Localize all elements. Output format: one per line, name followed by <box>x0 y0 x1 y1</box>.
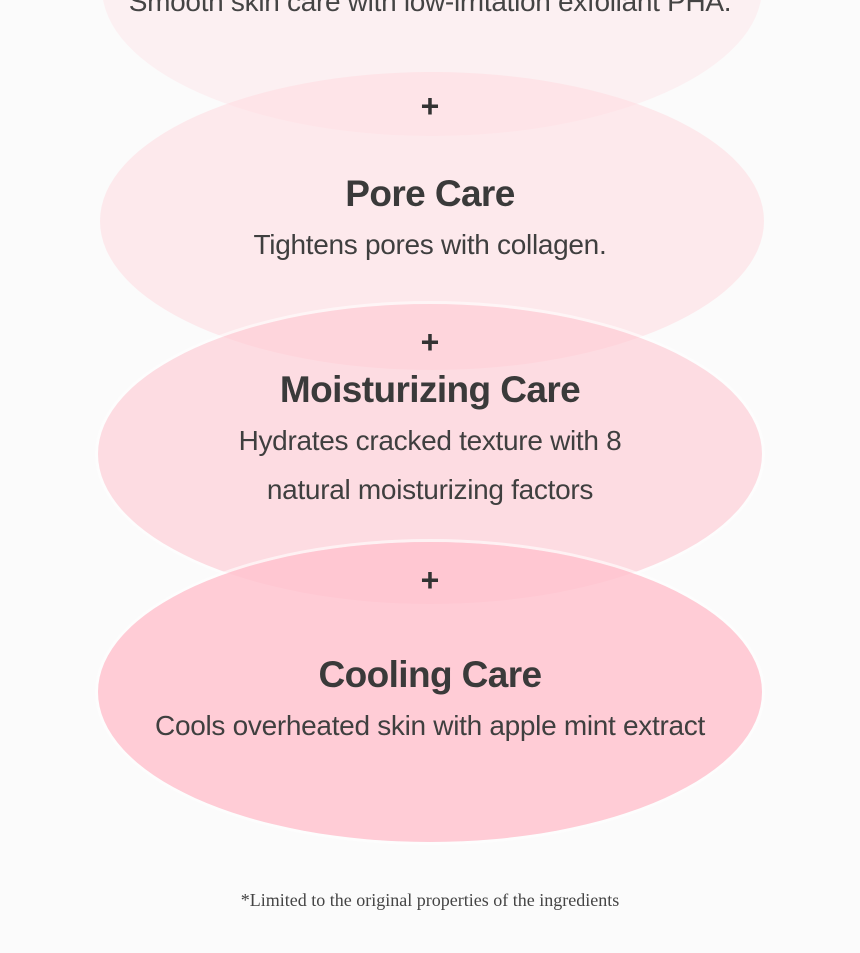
cooling-care-description: Cools overheated skin with apple mint ex… <box>155 710 705 741</box>
pore-care-title: Pore Care <box>345 173 515 214</box>
moisturizing-care-description-line-1: Hydrates cracked texture with 8 <box>238 425 622 456</box>
moisturizing-care-description-line-2: natural moisturizing factors <box>266 474 594 505</box>
cooling-care-title: Cooling Care <box>318 654 542 695</box>
pore-care-description: Tightens pores with collagen. <box>253 229 607 260</box>
footnote: *Limited to the original properties of t… <box>240 890 620 910</box>
care-ellipse-cooling <box>98 542 762 842</box>
moisturizing-care-title: Moisturizing Care <box>279 369 581 410</box>
plus-icon: + <box>420 324 440 360</box>
plus-icon: + <box>420 562 440 598</box>
top-care-description: Smooth skin care with low-irritation exf… <box>128 0 732 17</box>
plus-icon: + <box>420 88 440 124</box>
